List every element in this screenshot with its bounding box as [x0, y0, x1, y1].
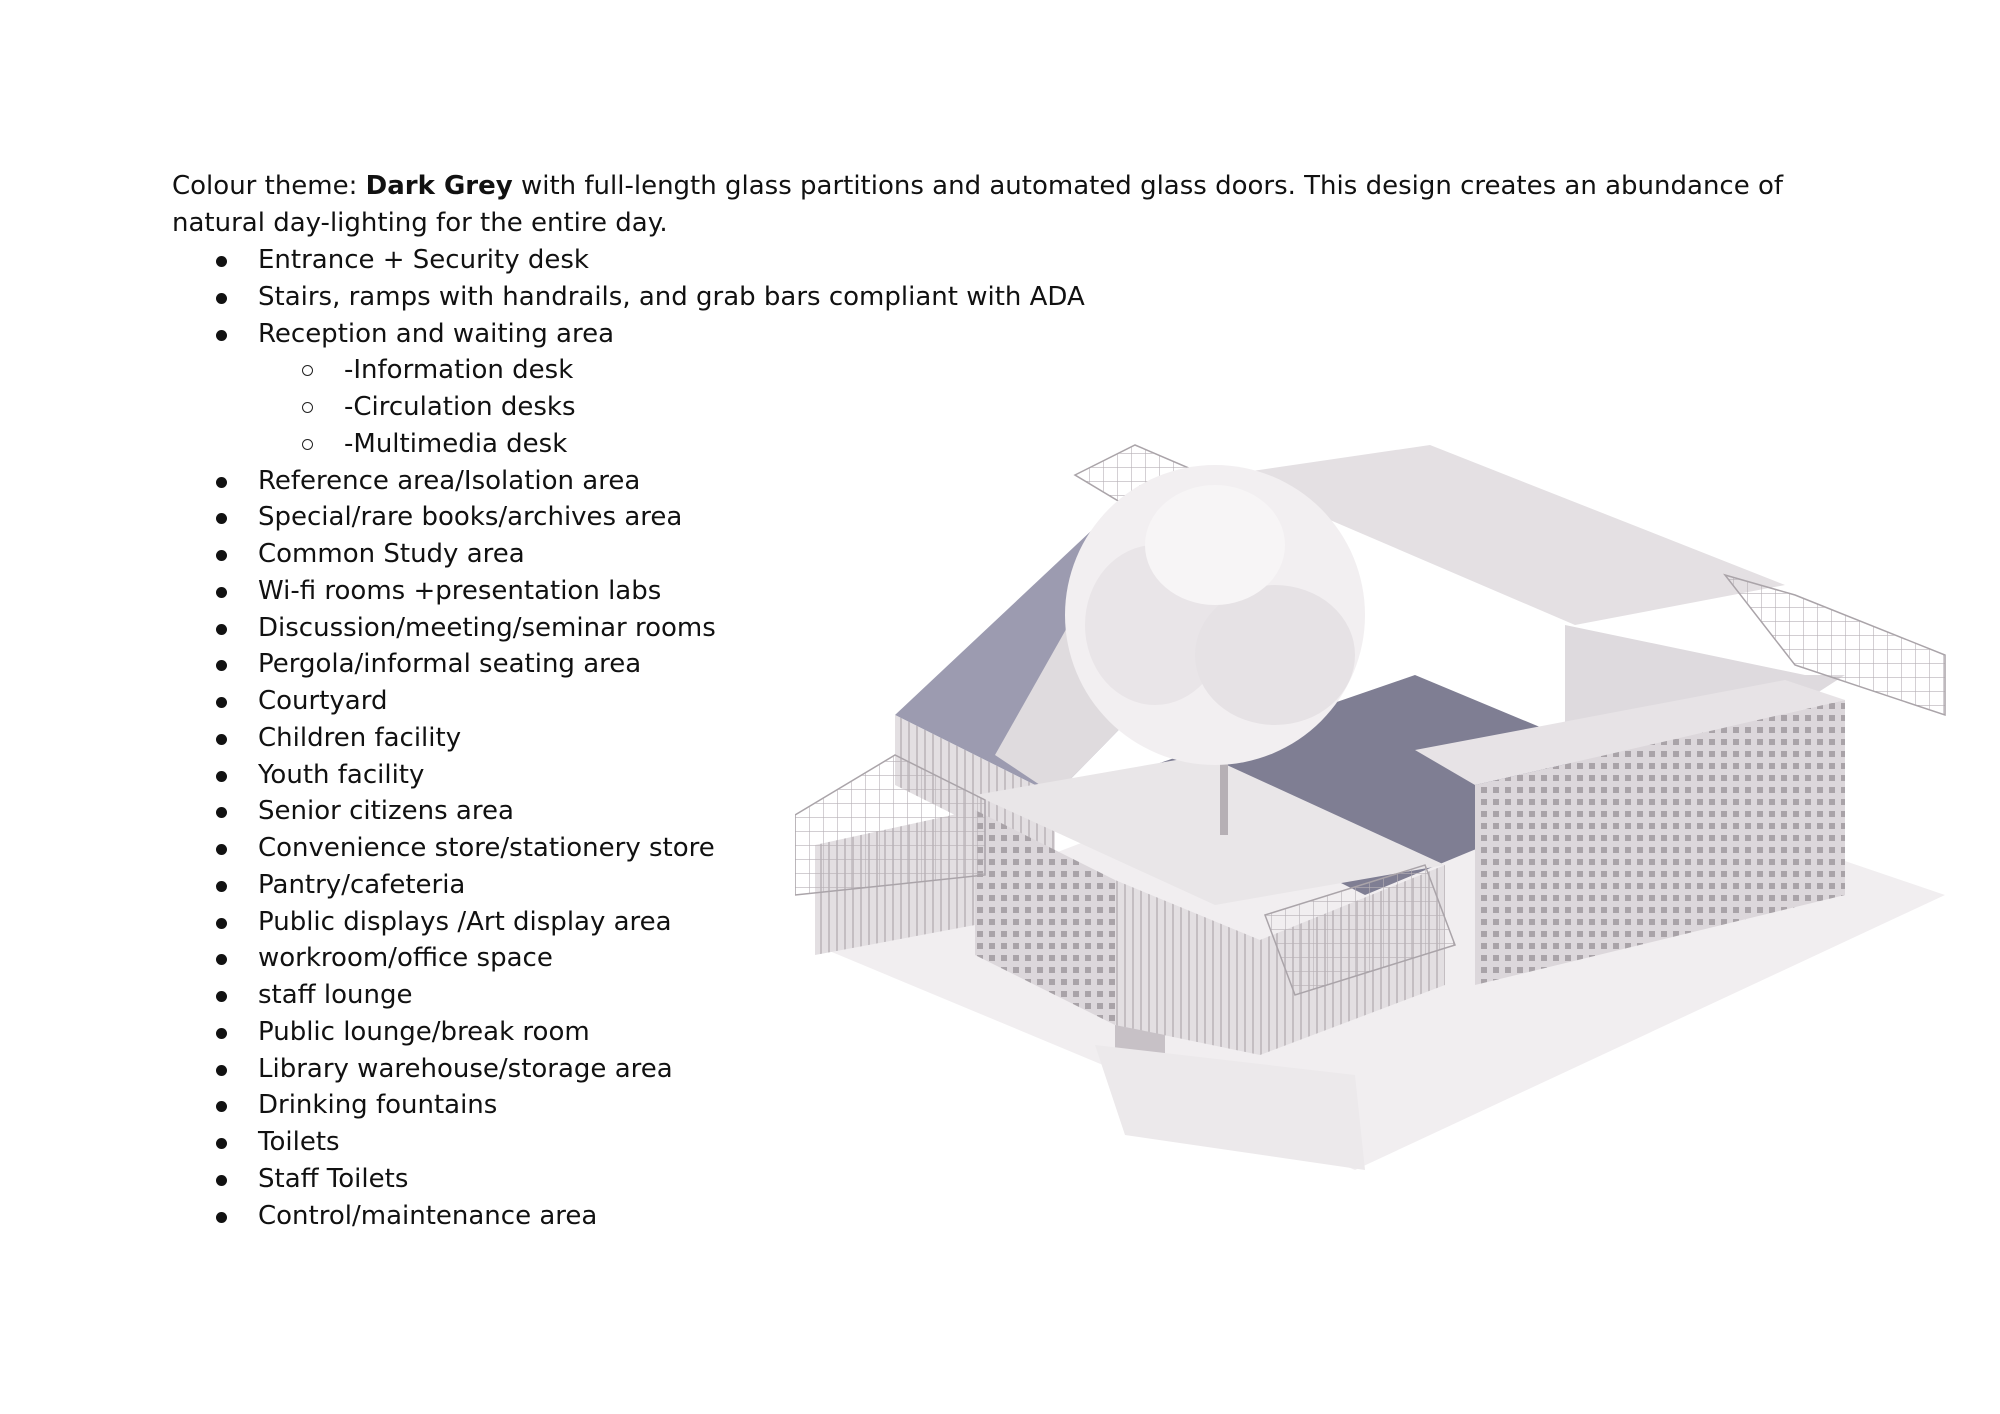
intro-suffix: with full-length glass partitions and au… [172, 171, 1784, 238]
hollow-bullet-icon [302, 438, 313, 450]
bullet-icon [216, 880, 227, 892]
facade-front-slats [1115, 880, 1260, 1055]
entrance-ramp [1095, 1045, 1365, 1170]
bullet-icon [216, 1027, 227, 1039]
axonometric-building-render [795, 444, 1946, 1170]
colour-theme-name: Dark Grey [365, 171, 513, 201]
pergola-front-right [1264, 864, 1456, 996]
bullet-icon [216, 770, 227, 782]
bullet-icon [216, 1101, 227, 1113]
bullet-icon [216, 550, 227, 561]
courtyard-tree-icon [1065, 465, 1365, 835]
bullet-icon [216, 733, 227, 745]
roof-back-right [1225, 445, 1785, 625]
roof-front-wing [975, 755, 1445, 905]
bullet-icon [216, 329, 227, 341]
roof-right-wing-top [1415, 680, 1845, 785]
intro-prefix: Colour theme: [172, 171, 366, 201]
hollow-bullet-icon [302, 365, 313, 377]
bullet-icon [216, 991, 227, 1002]
bullet-icon [216, 1064, 227, 1076]
facade-front-lattice [975, 810, 1115, 1025]
bullet-icon [216, 954, 227, 966]
bullet-icon [216, 917, 227, 929]
bullet-icon [216, 586, 227, 598]
bullet-icon [216, 513, 227, 525]
facade-back-left [895, 715, 1055, 865]
bullet-icon [216, 256, 227, 267]
bullet-icon [216, 697, 227, 708]
bullet-icon [216, 1138, 227, 1149]
intro-paragraph: Colour theme: Dark Grey with full-length… [172, 168, 1812, 242]
hollow-bullet-icon [302, 402, 313, 413]
bullet-icon [216, 844, 227, 855]
pergola-front-left [795, 754, 986, 896]
bullet-icon [216, 807, 227, 819]
facade-right-wing [1475, 700, 1845, 985]
bullet-icon [216, 292, 227, 304]
bullet-icon [216, 1174, 227, 1186]
bullet-icon [216, 623, 227, 635]
bullet-icon [216, 1211, 227, 1223]
bullet-icon [216, 476, 227, 488]
pergola-right [1722, 573, 1946, 717]
bullet-icon [216, 660, 227, 672]
